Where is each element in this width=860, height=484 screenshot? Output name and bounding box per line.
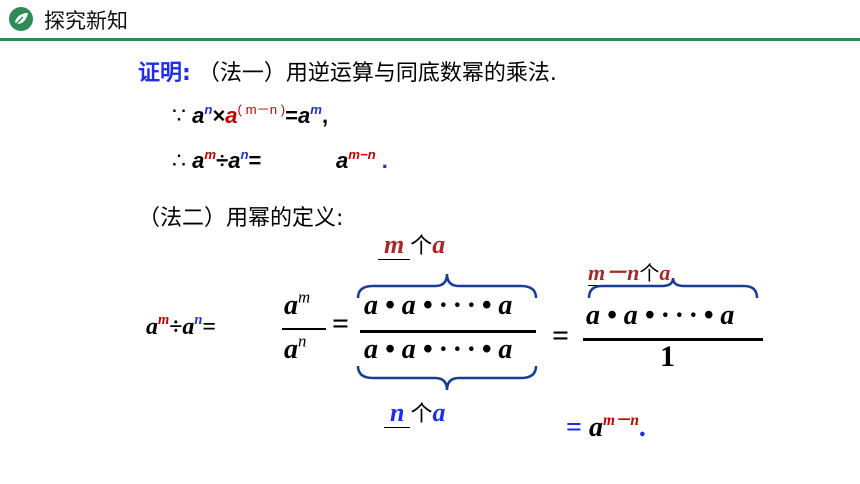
times-sign: × [212,103,226,128]
fraction-numerator: am [284,287,311,322]
proof-line-2-result: am−n. [336,148,388,174]
divide-sign: ÷ [169,314,183,340]
right-brace-icon [587,277,759,299]
exponent-m: m [298,287,311,307]
fraction-bar [282,328,326,330]
base-a: a [284,334,298,365]
exponent-n: n [240,146,249,162]
base-a: a [192,103,205,128]
base-a: a [192,148,205,173]
ge-char: 个 [410,234,433,259]
equals-sign: = [566,412,582,443]
comma: , [322,103,329,128]
exponent-n: n [194,311,203,328]
leaf-logo-icon [9,7,33,31]
ge-char: 个 [639,261,660,285]
base-a: a [588,412,603,443]
proof-heading-line: 证明: （法一）用逆运算与同底数幂的乘法. [138,55,557,87]
section-title: 探究新知 [44,9,128,33]
equals-sign-1: = [332,307,350,340]
base-a: a [182,314,195,340]
divide-sign: ÷ [216,148,229,173]
result-fraction-bar [583,338,763,341]
exponent-n: n [204,101,213,117]
count-n: n [384,398,411,428]
period: . [638,412,646,443]
bottom-brace-icon [356,365,538,391]
count-m: m [378,230,411,260]
top-brace-icon [356,273,538,299]
result-denominator: 1 [660,340,675,373]
base-a: a [432,230,446,259]
base-a: a [336,148,349,173]
base-a: a [146,314,158,340]
proof-heading: 证明: [138,61,191,86]
proof-line-2: ∴ am÷an= [172,148,261,174]
equals-sign: = [285,103,299,128]
base-a: a [284,290,298,321]
therefore-symbol: ∴ [172,148,186,173]
exponent-m: m [204,146,217,162]
fill-in-exponent: ( m－n ) [237,101,286,117]
equals-sign: = [248,148,262,173]
right-count-label: m－n个a [588,255,670,287]
fraction-denominator: an [284,331,307,366]
method1-text: （法一）用逆运算与同底数幂的乘法. [197,61,557,86]
method2-text: （法二）用幂的定义: [138,206,344,231]
base-a-red: a [225,103,238,128]
exponent-m-minus-n: m−n [348,146,376,162]
final-result: = am－n. [566,412,646,444]
header-divider [0,38,860,41]
exponent-m-minus-n: m－n [602,412,639,430]
base-a: a [432,398,446,427]
because-symbol: ∵ [172,103,186,128]
base-a: a [298,103,311,128]
product-numerator: a • a • · · · • a [364,290,513,321]
base-a: a [659,260,671,285]
count-m-minus-n: m－n [588,260,640,285]
product-fraction-bar [360,330,536,333]
product-denominator: a • a • · · · • a [364,334,513,365]
lhs-expression: am÷an= [146,311,217,341]
exponent-n: n [298,331,307,351]
proof-line-1: ∵ an×a( m－n )=am, [172,103,328,129]
equals-sign: = [202,314,217,340]
base-a: a [228,148,241,173]
result-numerator: a • a • · · · • a [586,300,735,331]
header-bar: 探究新知 [0,0,188,38]
ge-char: 个 [410,402,433,427]
equals-sign-2: = [552,319,570,352]
exponent-m: m [158,311,170,328]
exponent-m: m [310,101,323,117]
period: . [381,148,388,173]
